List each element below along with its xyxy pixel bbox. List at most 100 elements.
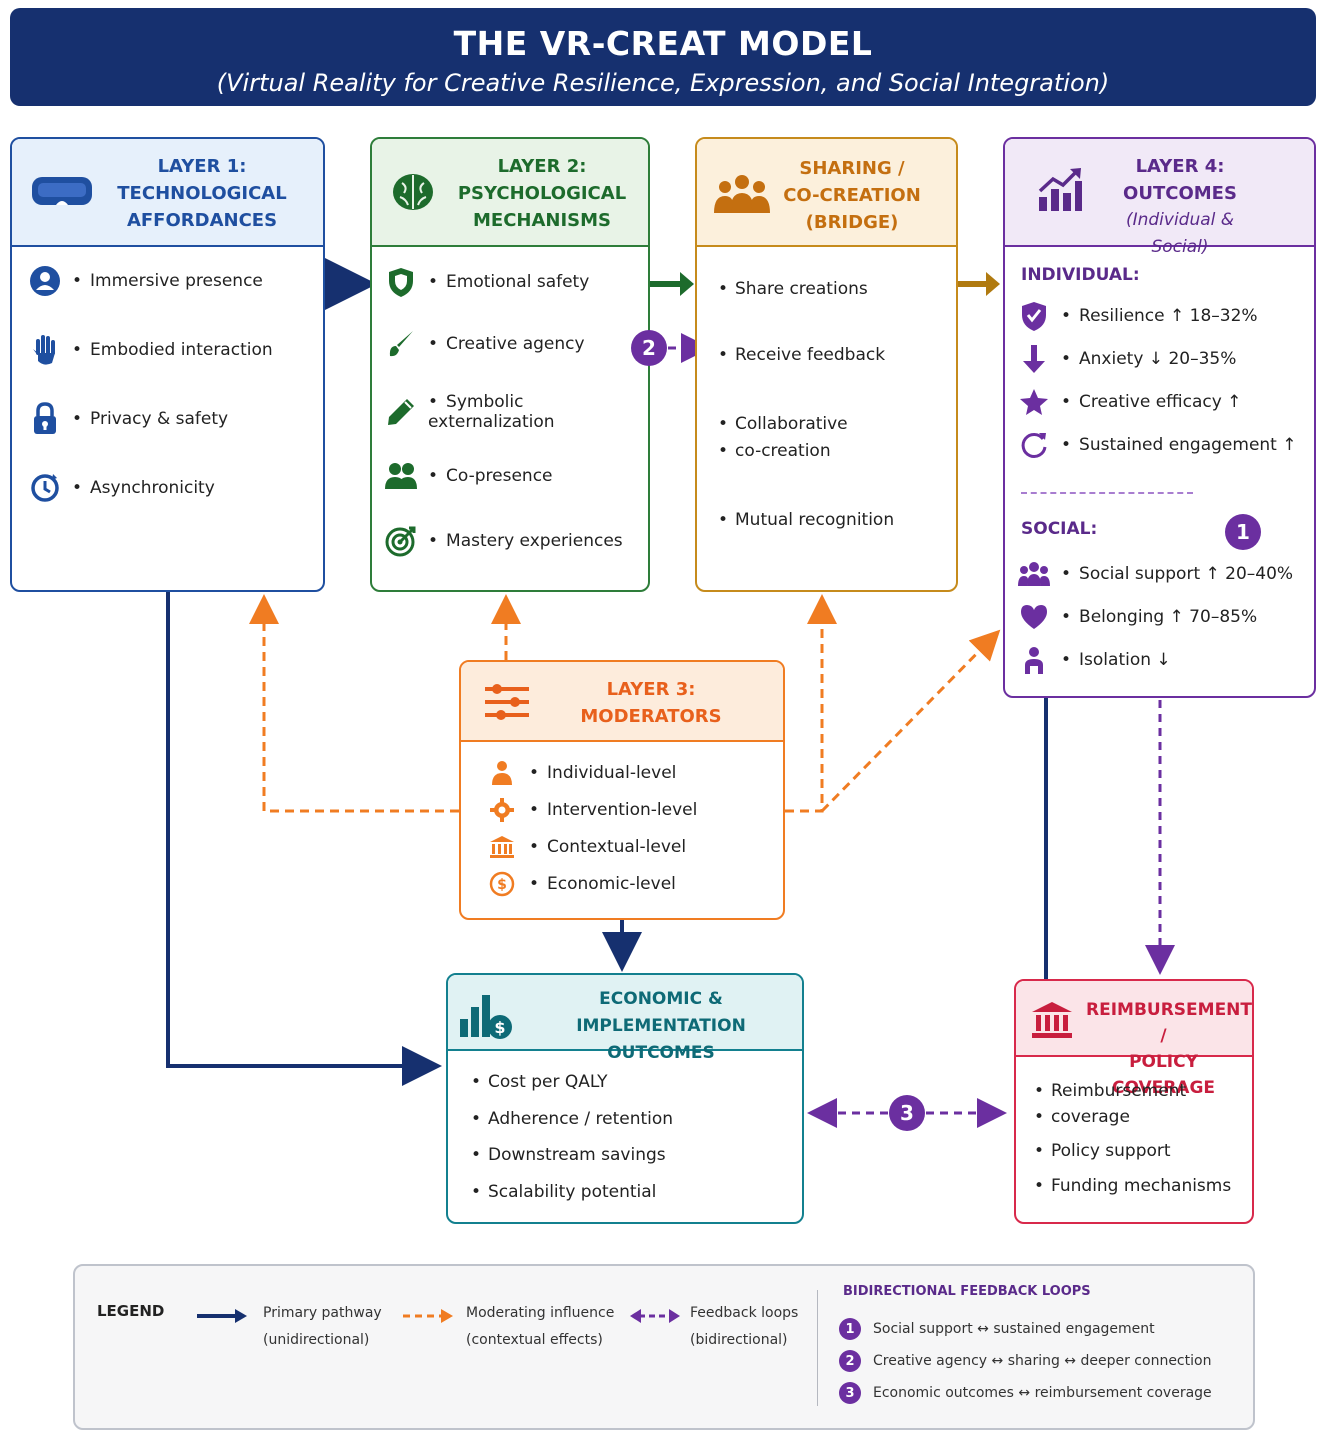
layer1-title-2: TECHNOLOGICAL xyxy=(117,183,287,204)
loop-text: Economic outcomes ↔ reimbursement covera… xyxy=(873,1385,1212,1401)
legend-primary-arrow xyxy=(197,1309,247,1323)
layer3-title-1: LAYER 3: xyxy=(606,679,696,700)
layer4-item-label: Belonging ↑ 70–85% xyxy=(1061,607,1257,627)
layer4-item-belonging: Belonging ↑ 70–85% xyxy=(1017,600,1257,634)
feedback-loops-title: BIDIRECTIONAL FEEDBACK LOOPS xyxy=(843,1284,1091,1299)
layer4-item-social-support: Social support ↑ 20–40% xyxy=(1017,557,1293,591)
layer4-item-label: Creative efficacy ↑ xyxy=(1061,392,1241,412)
bar-dollar-icon: $ xyxy=(458,991,514,1045)
target-icon xyxy=(384,524,418,558)
layer4-header: LAYER 4: OUTCOMES (Individual & Social) xyxy=(1005,139,1314,257)
policy-item-coverage: coverage xyxy=(1034,1104,1130,1131)
bridge-title-3: (BRIDGE) xyxy=(805,212,899,233)
economic-item-qaly: Cost per QALY xyxy=(471,1069,608,1096)
bridge-box: SHARING / CO-CREATION (BRIDGE) Share cre… xyxy=(695,137,958,592)
layer1-header: LAYER 1: TECHNOLOGICAL AFFORDANCES xyxy=(12,139,323,247)
layer1-item-label: Privacy & safety xyxy=(72,409,228,429)
brush-icon xyxy=(384,327,418,361)
moderating-line-to-bridge xyxy=(785,594,837,813)
bridge-title-1: SHARING / xyxy=(799,158,905,179)
layer3-item-label: Intervention-level xyxy=(529,800,697,820)
building-icon xyxy=(485,830,519,864)
layer3-header: LAYER 3: MODERATORS xyxy=(461,662,783,742)
brain-icon xyxy=(390,169,436,219)
layer2-title-2: PSYCHOLOGICAL xyxy=(457,183,627,204)
layer4-box: LAYER 4: OUTCOMES (Individual & Social) … xyxy=(1003,137,1316,698)
layer4-item-label: Isolation ↓ xyxy=(1061,650,1171,670)
layer2-item-label: Emotional safety xyxy=(428,272,589,292)
bridge-header: SHARING / CO-CREATION (BRIDGE) xyxy=(697,139,956,247)
pencil-icon xyxy=(384,395,418,429)
layer2-item-agency: Creative agency xyxy=(384,327,585,361)
feedback-loop-3: 3 Economic outcomes ↔ reimbursement cove… xyxy=(839,1382,1212,1404)
legend-feedback-line2: (bidirectional) xyxy=(690,1332,788,1348)
arrow-down-icon xyxy=(1017,342,1051,376)
layer1-item-label: Asynchronicity xyxy=(72,478,215,498)
individual-section-title: INDIVIDUAL: xyxy=(1021,265,1140,285)
layer4-item-resilience: Resilience ↑ 18–32% xyxy=(1017,299,1258,333)
layer2-item-label: Co-presence xyxy=(428,466,552,486)
layer4-item-label: Sustained engagement ↑ xyxy=(1061,435,1296,455)
layer4-item-engagement: Sustained engagement ↑ xyxy=(1017,428,1297,462)
layer1-title-1: LAYER 1: xyxy=(157,156,247,177)
group-icon xyxy=(1017,557,1051,591)
social-section-title: SOCIAL: xyxy=(1021,519,1098,539)
layer2-item-safety: Emotional safety xyxy=(384,265,589,299)
bridge-item-collaborative: Collaborative xyxy=(718,411,848,438)
layer4-title-1: LAYER 4: xyxy=(1135,156,1225,177)
legend: LEGEND Primary pathway (unidirectional) … xyxy=(73,1264,1255,1430)
page-subtitle: (Virtual Reality for Creative Resilience… xyxy=(216,69,1110,97)
star-icon xyxy=(1017,385,1051,419)
layer2-title-1: LAYER 2: xyxy=(497,156,587,177)
layer3-item-label: Individual-level xyxy=(529,763,676,783)
economic-item-scalability: Scalability potential xyxy=(471,1179,656,1206)
policy-title-1: REIMBURSEMENT / xyxy=(1086,1000,1253,1046)
legend-primary-line1: Primary pathway xyxy=(263,1305,382,1321)
layer1-item-async: Asynchronicity xyxy=(28,471,215,505)
economic-header: $ ECONOMIC & IMPLEMENTATION OUTCOMES xyxy=(448,975,802,1063)
institution-icon xyxy=(1030,1001,1074,1045)
feedback-badge-3: 3 xyxy=(889,1095,925,1131)
person-icon xyxy=(485,756,519,790)
loop-text: Creative agency ↔ sharing ↔ deeper conne… xyxy=(873,1353,1212,1369)
gear-icon xyxy=(485,793,519,827)
policy-item-funding: Funding mechanisms xyxy=(1034,1173,1231,1200)
title-banner: THE VR-CREAT MODEL (Virtual Reality for … xyxy=(10,8,1316,106)
clock-icon xyxy=(28,471,62,505)
layer4-item-efficacy: Creative efficacy ↑ xyxy=(1017,385,1241,419)
layer3-item-economic: $ Economic-level xyxy=(485,867,676,901)
loop-text: Social support ↔ sustained engagement xyxy=(873,1321,1155,1337)
policy-item-reimbursement: Reimbursement xyxy=(1034,1078,1186,1105)
loop-badge: 1 xyxy=(839,1318,861,1340)
bridge-item-cocreation: co-creation xyxy=(718,438,831,465)
layer2-item-symbolic: Symbolic externalization xyxy=(384,392,648,432)
legend-feedback-arrow xyxy=(630,1309,680,1323)
svg-text:$: $ xyxy=(494,1018,505,1037)
layer3-item-contextual: Contextual-level xyxy=(485,830,686,864)
loop-badge: 2 xyxy=(839,1350,861,1372)
shield-icon xyxy=(384,265,418,299)
legend-divider xyxy=(817,1290,818,1406)
layer3-box: LAYER 3: MODERATORS Individual-level Int… xyxy=(459,660,785,920)
person-icon xyxy=(1017,643,1051,677)
layer1-box: LAYER 1: TECHNOLOGICAL AFFORDANCES Immer… xyxy=(10,137,325,592)
legend-feedback-label: Feedback loops (bidirectional) xyxy=(690,1300,798,1354)
svg-text:$: $ xyxy=(497,877,507,893)
layer3-item-intervention: Intervention-level xyxy=(485,793,697,827)
heart-icon xyxy=(1017,600,1051,634)
feedback-loop-1: 1 Social support ↔ sustained engagement xyxy=(839,1318,1155,1340)
policy-header: REIMBURSEMENT / POLICY COVERAGE xyxy=(1016,981,1253,1098)
layer3-item-label: Contextual-level xyxy=(529,837,686,857)
bridge-item-share: Share creations xyxy=(718,276,868,303)
layer3-item-individual: Individual-level xyxy=(485,756,676,790)
policy-item-support: Policy support xyxy=(1034,1138,1171,1165)
feedback-badge-2: 2 xyxy=(631,330,667,366)
layer4-item-isolation: Isolation ↓ xyxy=(1017,643,1171,677)
people-icon xyxy=(384,459,418,493)
page-title: THE VR-CREAT MODEL xyxy=(453,24,873,63)
layer3-title-2: MODERATORS xyxy=(580,706,722,727)
layer1-title-3: AFFORDANCES xyxy=(126,210,278,231)
layer2-item-label: Symbolic externalization xyxy=(428,392,648,432)
legend-title: LEGEND xyxy=(97,1302,165,1320)
